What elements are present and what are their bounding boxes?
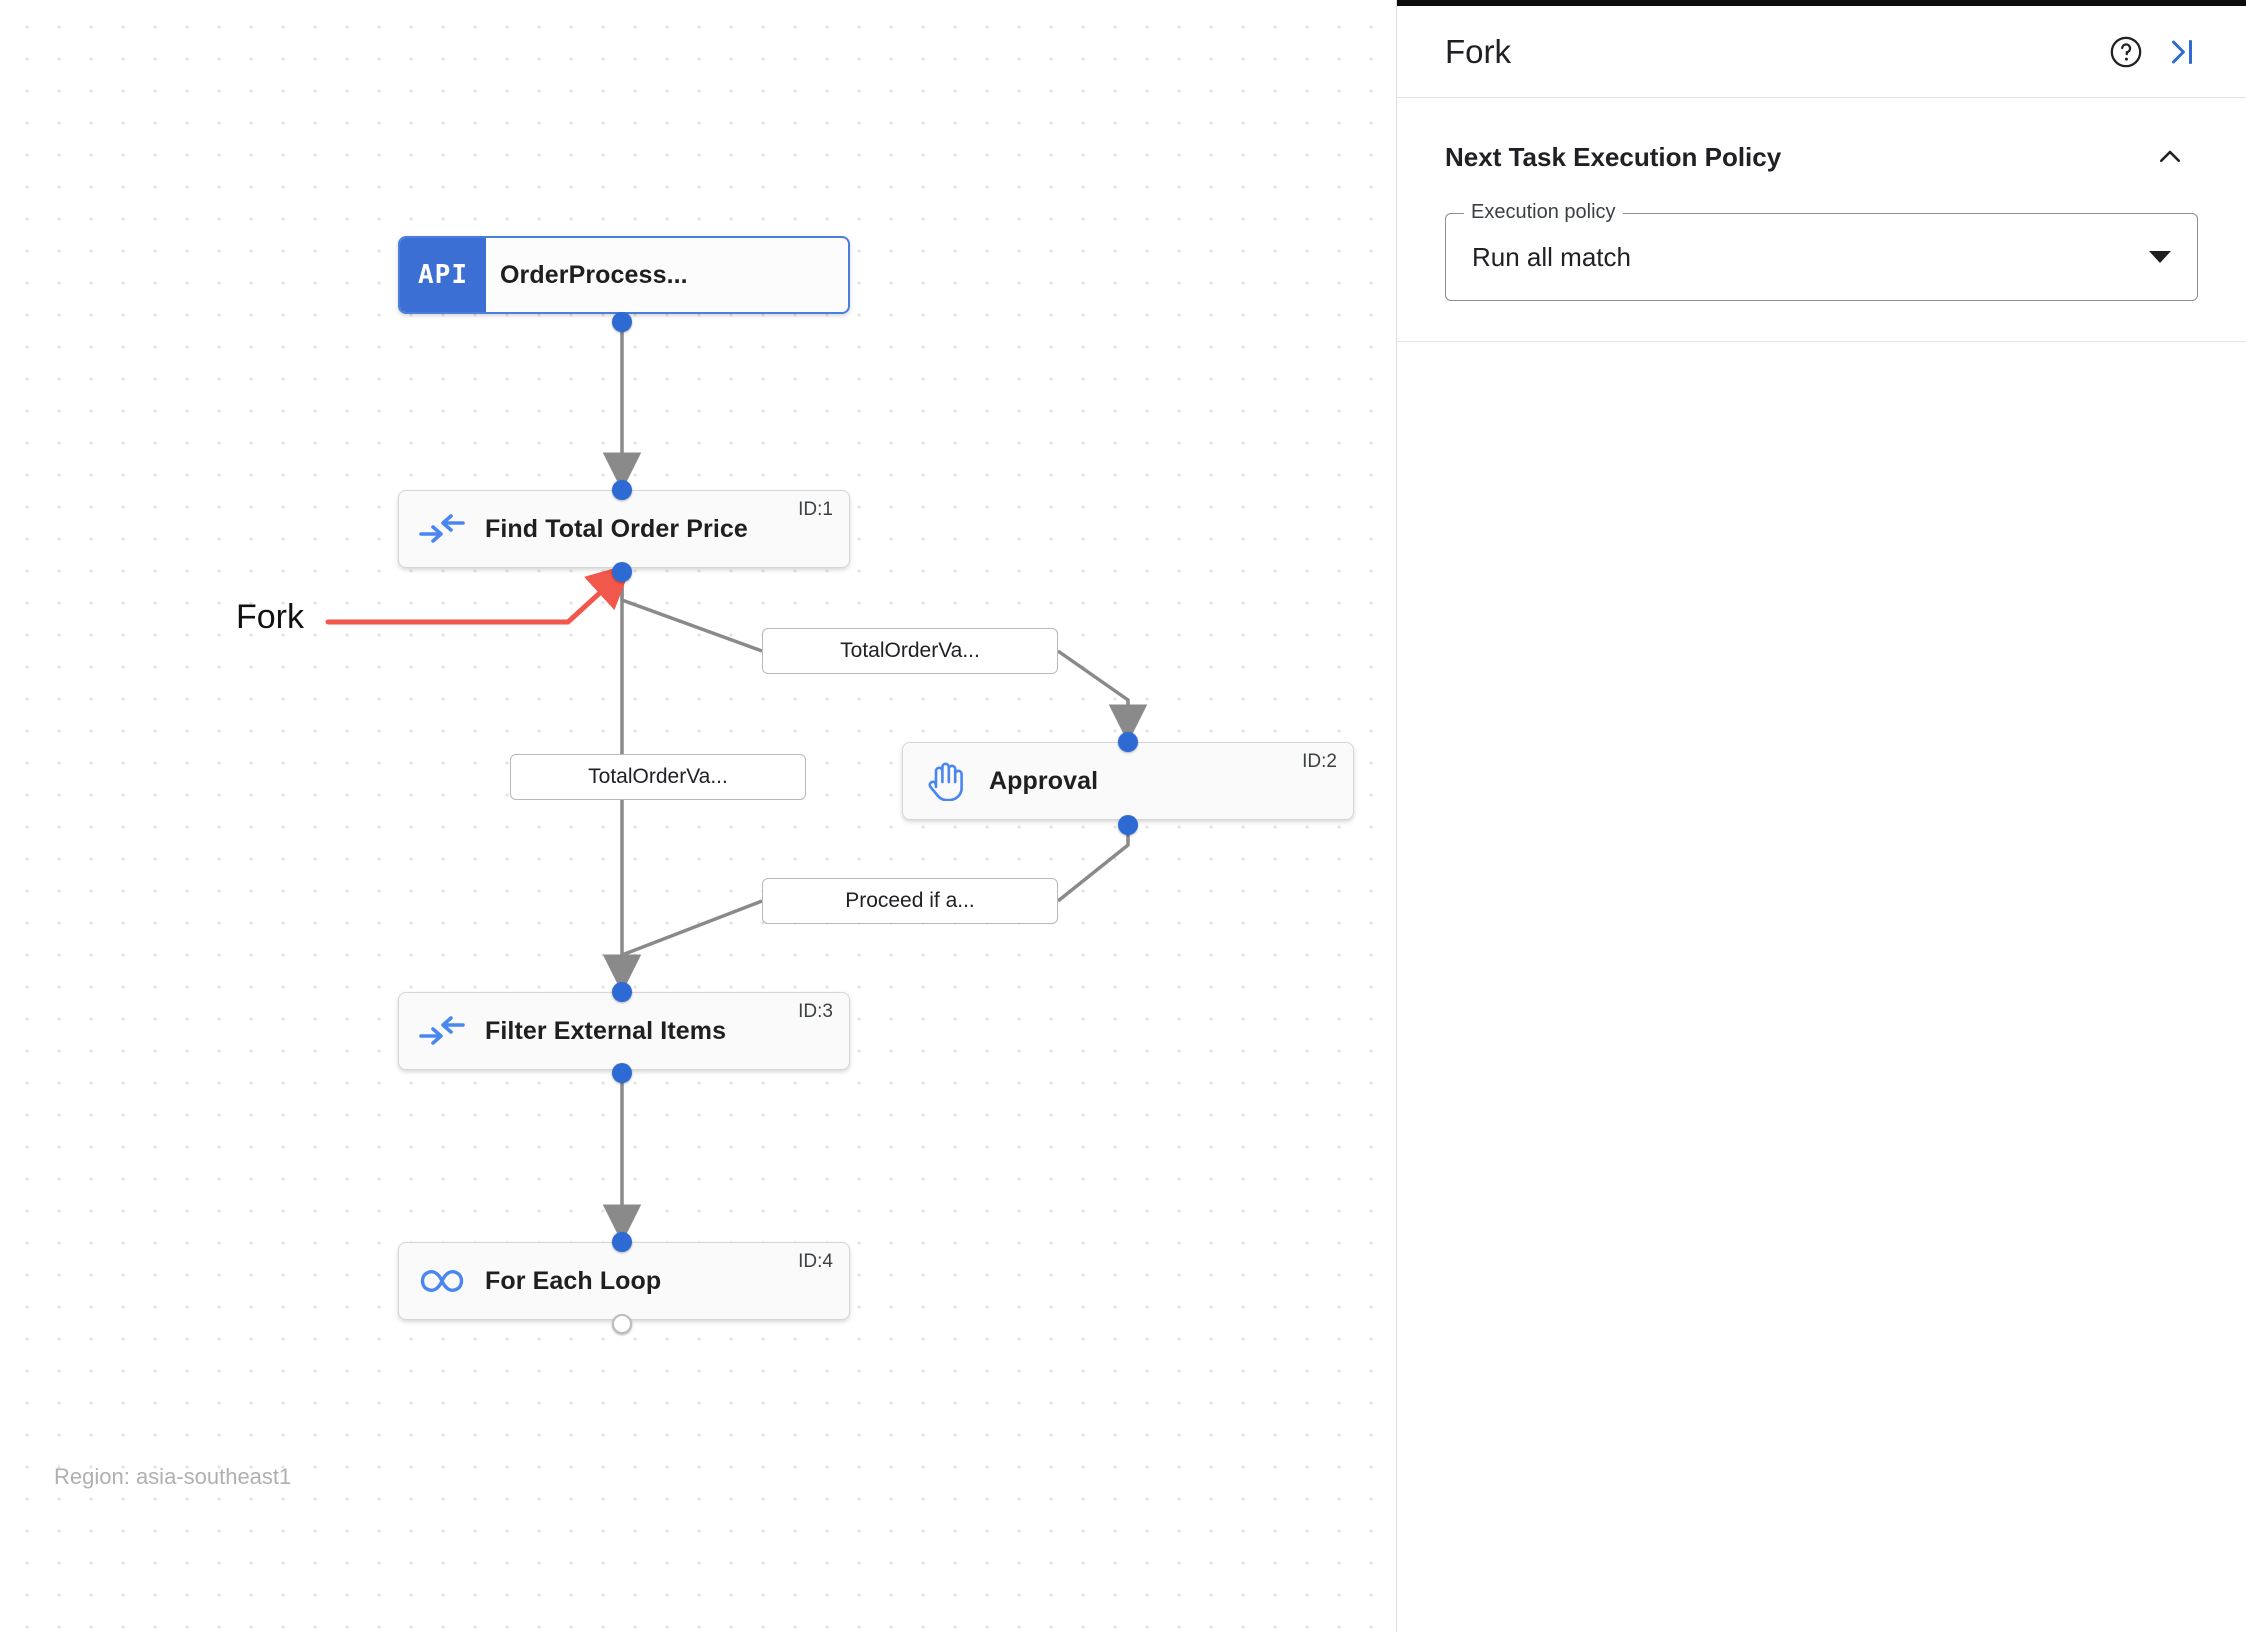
chevron-up-icon[interactable] bbox=[2142, 129, 2198, 185]
node-label: Find Total Order Price bbox=[485, 514, 748, 543]
node-id-badge: ID:3 bbox=[798, 1001, 833, 1022]
workflow-node-find-total-order-price[interactable]: Find Total Order Price ID:1 bbox=[398, 490, 850, 568]
region-label: Region: asia-southeast1 bbox=[54, 1464, 292, 1489]
node-port-output-find-total-order-price[interactable] bbox=[612, 562, 632, 582]
edge-label-approval-to-filter[interactable]: Proceed if a... bbox=[762, 878, 1058, 924]
node-port-input-find-total-order-price[interactable] bbox=[612, 480, 632, 500]
workflow-node-orderprocess[interactable]: API OrderProcess... bbox=[398, 236, 850, 314]
execution-policy-value: Run all match bbox=[1472, 241, 1631, 272]
panel-header: Fork bbox=[1397, 6, 2246, 98]
node-port-output-approval[interactable] bbox=[1118, 815, 1138, 835]
caret-down-icon[interactable] bbox=[2149, 251, 2171, 263]
workflow-canvas[interactable]: Fork API OrderProcess... Find Total Orde… bbox=[0, 0, 1397, 1632]
edge-label-fork-to-filter[interactable]: TotalOrderVa... bbox=[510, 754, 806, 800]
merge-arrows-icon bbox=[399, 512, 485, 546]
workflow-node-for-each-loop[interactable]: For Each Loop ID:4 bbox=[398, 1242, 850, 1320]
api-badge-icon: API bbox=[400, 238, 486, 312]
collapse-right-icon[interactable] bbox=[2154, 24, 2210, 80]
execution-policy-label: Execution policy bbox=[1464, 201, 1623, 224]
node-port-input-approval[interactable] bbox=[1118, 732, 1138, 752]
node-port-output-for-each-loop[interactable] bbox=[612, 1314, 632, 1334]
node-id-badge: ID:2 bbox=[1302, 751, 1337, 772]
workflow-node-approval[interactable]: Approval ID:2 bbox=[902, 742, 1354, 820]
hand-icon bbox=[903, 761, 989, 801]
node-port-output-filter-external-items[interactable] bbox=[612, 1063, 632, 1083]
node-id-badge: ID:1 bbox=[798, 499, 833, 520]
properties-panel: Fork Next Task Execution Policy bbox=[1397, 0, 2246, 1632]
node-label: For Each Loop bbox=[485, 1266, 662, 1295]
help-circle-icon[interactable] bbox=[2098, 24, 2154, 80]
panel-title: Fork bbox=[1445, 32, 1511, 70]
node-label: Filter External Items bbox=[485, 1016, 727, 1045]
workflow-node-filter-external-items[interactable]: Filter External Items ID:3 bbox=[398, 992, 850, 1070]
section-header[interactable]: Next Task Execution Policy bbox=[1445, 129, 2198, 185]
section-title: Next Task Execution Policy bbox=[1445, 141, 1782, 172]
edge-label-fork-to-approval[interactable]: TotalOrderVa... bbox=[762, 628, 1058, 674]
node-port-output-orderprocess[interactable] bbox=[612, 312, 632, 332]
next-task-execution-policy-section: Next Task Execution Policy Execution pol… bbox=[1397, 99, 2246, 342]
merge-arrows-icon bbox=[399, 1014, 485, 1048]
panel-top-strip bbox=[1397, 0, 2246, 6]
node-port-input-filter-external-items[interactable] bbox=[612, 982, 632, 1002]
fork-annotation-label: Fork bbox=[236, 598, 304, 636]
node-label: Approval bbox=[989, 766, 1099, 795]
canvas-right-divider bbox=[1396, 0, 1397, 1632]
node-label: OrderProcess... bbox=[500, 260, 688, 289]
infinity-icon bbox=[399, 1267, 485, 1295]
node-id-badge: ID:4 bbox=[798, 1251, 833, 1272]
execution-policy-select[interactable]: Execution policy Run all match bbox=[1445, 201, 2198, 301]
node-port-input-for-each-loop[interactable] bbox=[612, 1232, 632, 1252]
